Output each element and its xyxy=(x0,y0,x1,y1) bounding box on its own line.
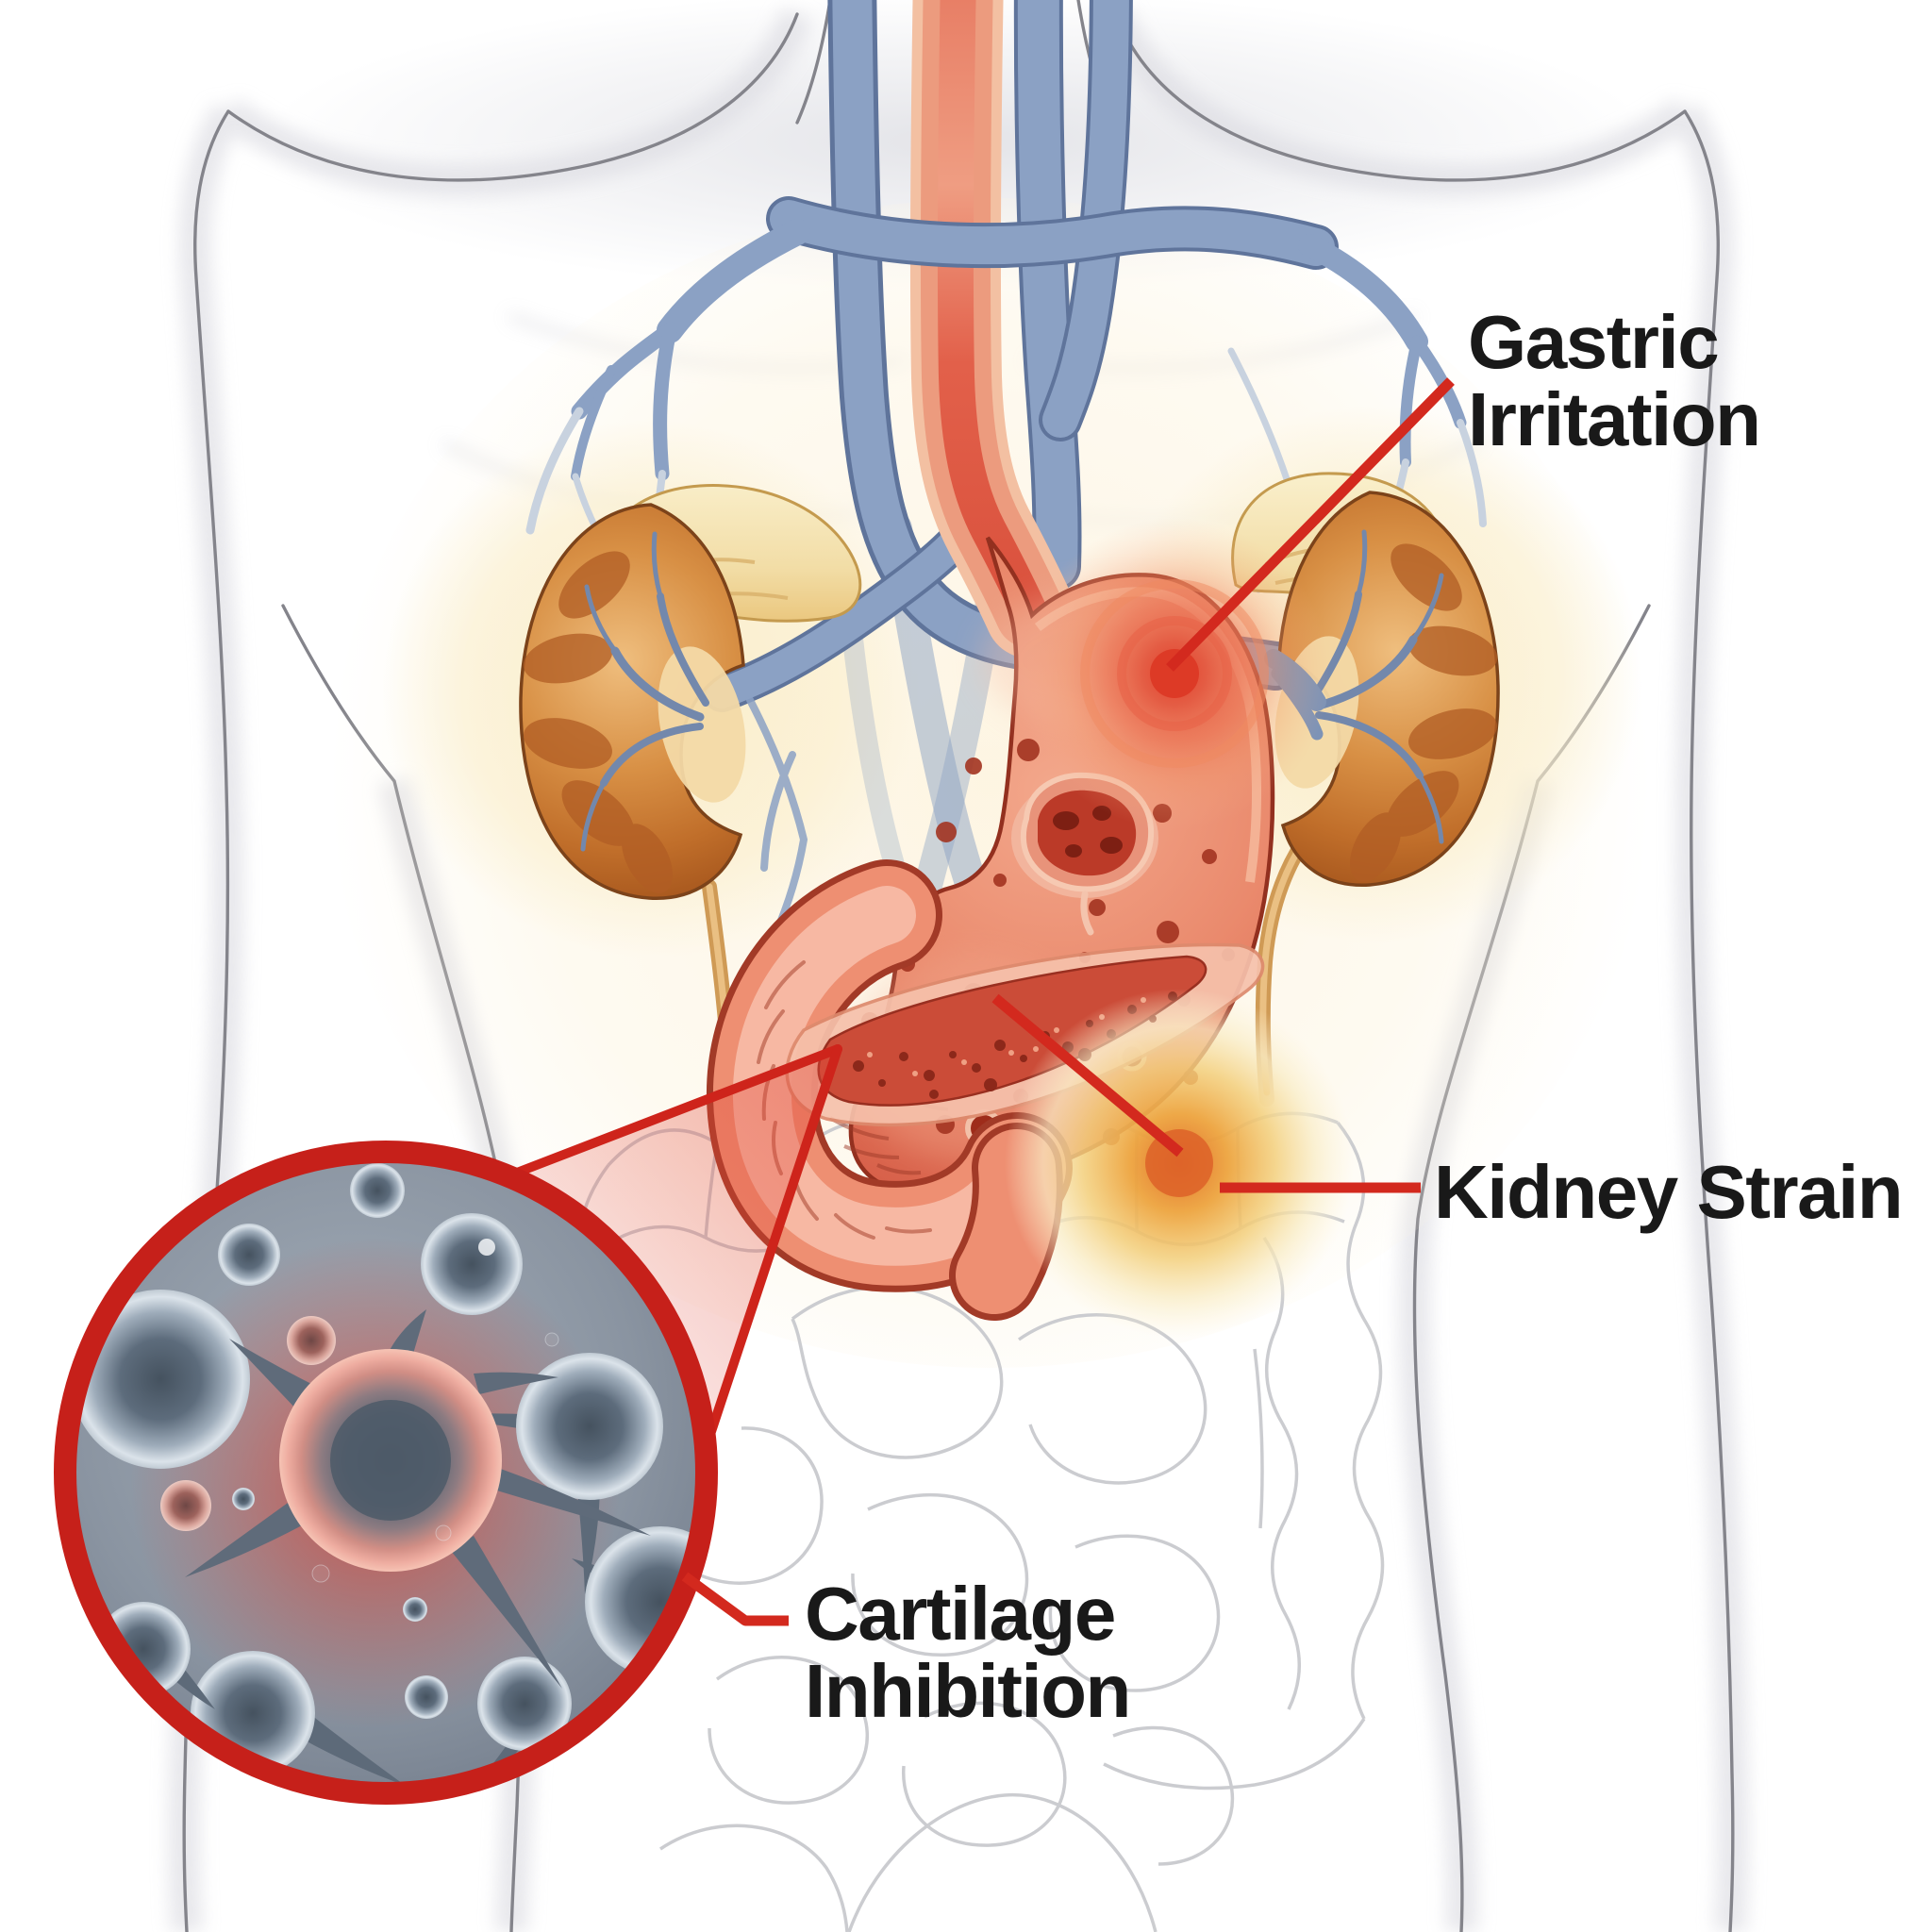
vessel-crossing-front xyxy=(525,196,1487,593)
bubbles xyxy=(311,1332,559,1583)
kidney-strain-pointer-line xyxy=(991,993,1184,1158)
bowel-loop xyxy=(851,1492,1029,1657)
wedge-fill xyxy=(514,1049,838,1495)
bowel-loop xyxy=(1112,1725,1235,1866)
pelvic-outline xyxy=(847,1793,1158,1932)
gastric-irritation-label-line1: Gastric xyxy=(1468,300,1718,384)
antrum-cracks xyxy=(828,1092,949,1175)
right-vessel-b xyxy=(1042,0,1129,438)
cartilage-inhibition-label-line2: Inhibition xyxy=(805,1649,1130,1733)
wedge-edge-lower xyxy=(687,1044,842,1496)
crossing-vessel xyxy=(770,200,1335,266)
right-branch-tree xyxy=(1298,234,1467,468)
callout-lines xyxy=(681,377,1455,1626)
pancreas-group xyxy=(785,942,1265,1127)
inset-content xyxy=(75,1161,697,1784)
kidney-strain-label: Kidney Strain xyxy=(1434,1150,1902,1234)
cell-with-dot xyxy=(421,1213,523,1315)
magnifier-wedge xyxy=(512,1044,842,1496)
bowel-loop xyxy=(659,1824,849,1932)
callout-labels: Gastric Irritation Kidney Strain Cartila… xyxy=(805,300,1904,1733)
kidney-strain-glow-core xyxy=(1145,1129,1213,1197)
bowel-loop xyxy=(708,1656,870,1805)
left-shoulder-line xyxy=(226,12,799,182)
gastric-glow-ring-outer xyxy=(1080,579,1269,768)
cell xyxy=(75,1290,250,1469)
left-branch-tree xyxy=(571,219,810,481)
descending-colon-inner xyxy=(1262,1237,1302,1710)
left-kidney-lobes xyxy=(523,551,674,893)
cell-small xyxy=(232,1488,255,1510)
sigmoid-colon xyxy=(1103,1718,1366,1790)
right-shoulder-line xyxy=(1114,12,1687,182)
cell-small xyxy=(405,1675,448,1719)
right-vessel-a xyxy=(1017,0,1078,587)
central-cell xyxy=(185,1309,651,1689)
pancreas-speckles-light xyxy=(867,997,1146,1076)
cell-small xyxy=(403,1597,427,1622)
cell xyxy=(350,1163,405,1218)
cartilage-inhibition-line xyxy=(681,1572,789,1626)
wedge-edge-upper xyxy=(512,1044,842,1177)
left-kidney-group xyxy=(519,484,862,900)
spiked-cell-lower-right xyxy=(572,1526,697,1677)
gastric-glow-ring-inner xyxy=(1117,616,1232,731)
gastric-irritation-line xyxy=(1166,377,1455,672)
cell-red xyxy=(160,1480,211,1531)
inset-ring xyxy=(54,1141,718,1805)
cartilage-inset xyxy=(54,1141,718,1805)
right-kidney-lobes xyxy=(1349,543,1498,882)
left-kidney-vessels xyxy=(580,531,709,852)
right-arm-line xyxy=(1683,109,1735,1932)
gastric-glow-core xyxy=(1150,649,1199,698)
descending-colon-outer xyxy=(1336,1121,1385,1720)
cell xyxy=(218,1224,280,1286)
left-renal-vein xyxy=(707,525,973,708)
cartilage-inhibition-label-line1: Cartilage xyxy=(805,1572,1115,1656)
gastric-irritation-label-line2: Irritation xyxy=(1468,377,1759,461)
left-neck-line xyxy=(795,0,832,125)
cell-red xyxy=(287,1316,336,1365)
bowel-loop xyxy=(1048,1534,1221,1692)
